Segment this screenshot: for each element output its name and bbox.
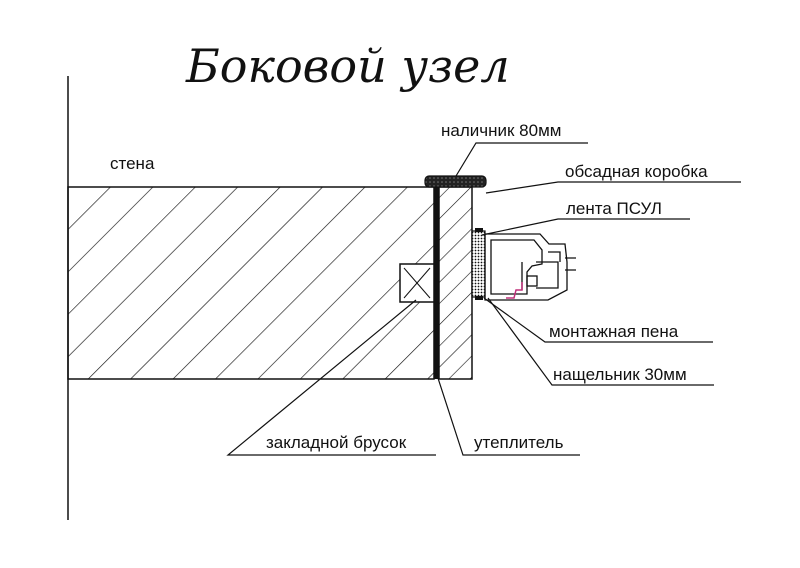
label-bar: закладной брусок <box>266 433 407 452</box>
casing-trim <box>424 175 487 188</box>
label-casing: наличник 80мм <box>441 121 561 140</box>
seal-top <box>475 228 483 232</box>
label-insulation: утеплитель <box>474 433 564 452</box>
window-profile <box>484 233 576 301</box>
label-trim: нащельник 30мм <box>553 365 687 384</box>
label-tape: лента ПСУЛ <box>566 199 662 218</box>
embedded-bar <box>399 263 435 303</box>
diagram-title: Боковой узел <box>185 39 510 93</box>
label-frame: обсадная коробка <box>565 162 708 181</box>
leader-lines <box>226 142 741 456</box>
label-wall: стена <box>110 154 155 173</box>
label-foam: монтажная пена <box>549 322 679 341</box>
casing-frame <box>438 186 473 380</box>
insulation-strip <box>434 187 439 379</box>
psul-tape <box>471 230 486 298</box>
seal-bottom <box>475 296 483 300</box>
gasket-accent <box>506 282 523 299</box>
wall-section <box>67 186 435 380</box>
